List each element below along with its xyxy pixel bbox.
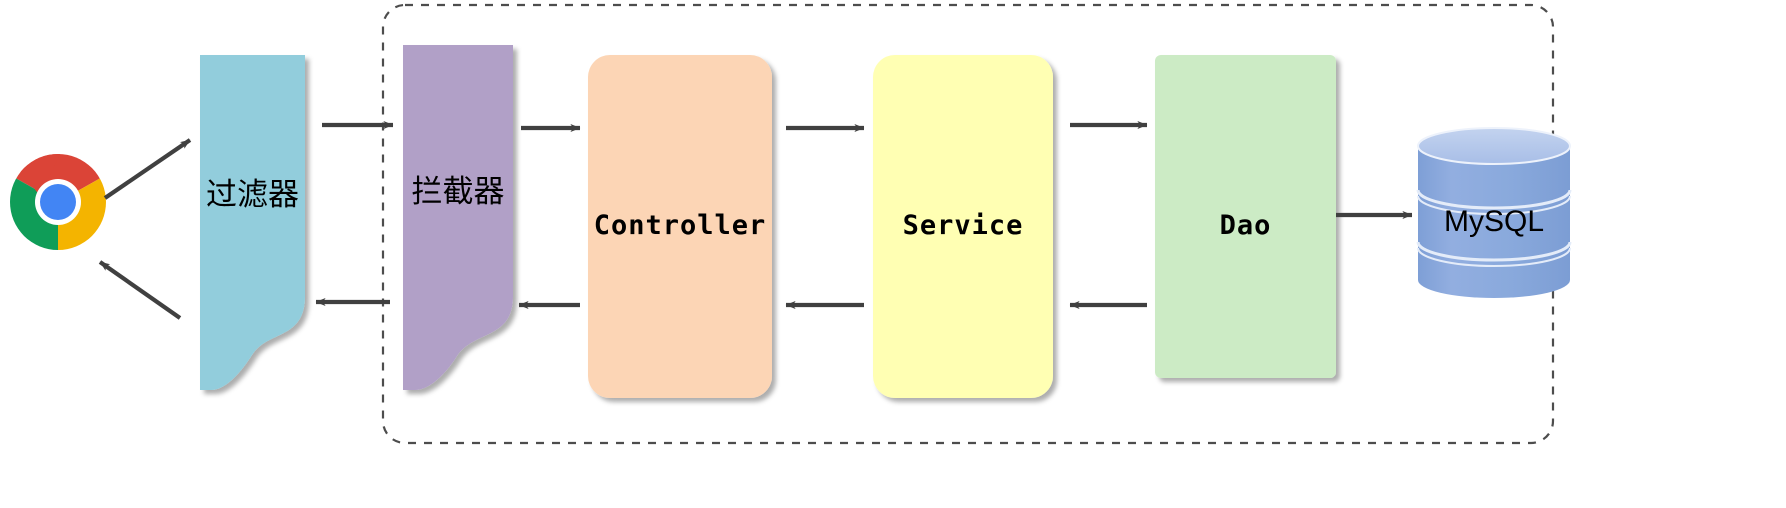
filter-node[interactable] <box>200 55 305 390</box>
mysql-database-node[interactable] <box>1416 127 1572 298</box>
service-node[interactable] <box>873 55 1053 398</box>
arrow-browser-to-filter <box>103 138 192 200</box>
controller-node[interactable] <box>588 55 772 398</box>
arrow-filter-to-browser <box>98 260 182 320</box>
chrome-browser-icon[interactable] <box>1 127 115 251</box>
dao-node[interactable] <box>1155 55 1336 378</box>
interceptor-node[interactable] <box>403 45 513 390</box>
server-boundary <box>381 3 1555 445</box>
